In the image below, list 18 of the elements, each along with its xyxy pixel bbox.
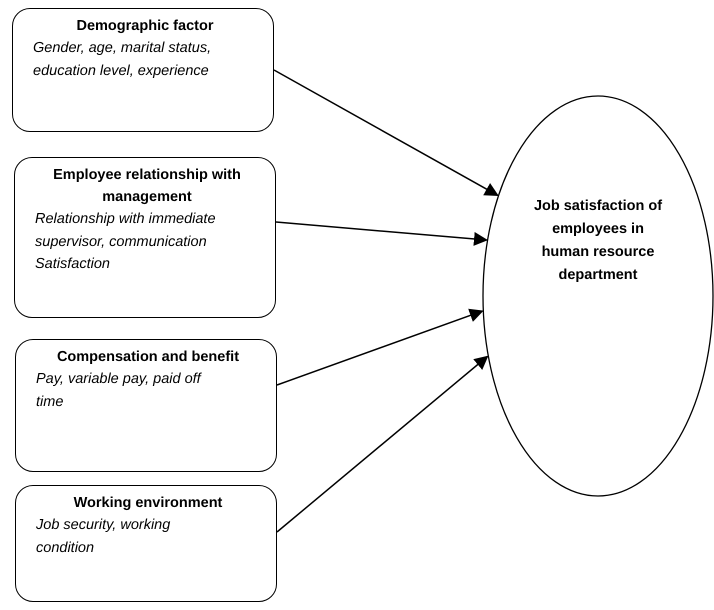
box-heading: Employee relationship with management [52, 166, 242, 207]
factor-box [15, 485, 277, 602]
arrow [276, 221, 488, 246]
ellipse-node [482, 95, 714, 497]
box-heading: Compensation and benefit [56, 348, 240, 367]
box-heading: Job satisfaction of employees in human resource department [532, 197, 664, 285]
box-description: Job security, working condition [36, 516, 172, 558]
factor-box [14, 157, 276, 318]
arrow [276, 308, 484, 386]
box-description: Relationship with immediate supervisor, communication Satisfaction [35, 210, 217, 274]
factor-box [15, 339, 277, 472]
box-heading: Demographic factor [76, 17, 214, 36]
factor-box [12, 8, 274, 132]
arrow [276, 356, 488, 533]
box-description: Gender, age, marital status, education level, experience [33, 39, 212, 80]
arrow [274, 69, 499, 196]
box-description: Pay, variable pay, paid off time [36, 370, 203, 412]
box-heading: Working environment [72, 494, 224, 513]
